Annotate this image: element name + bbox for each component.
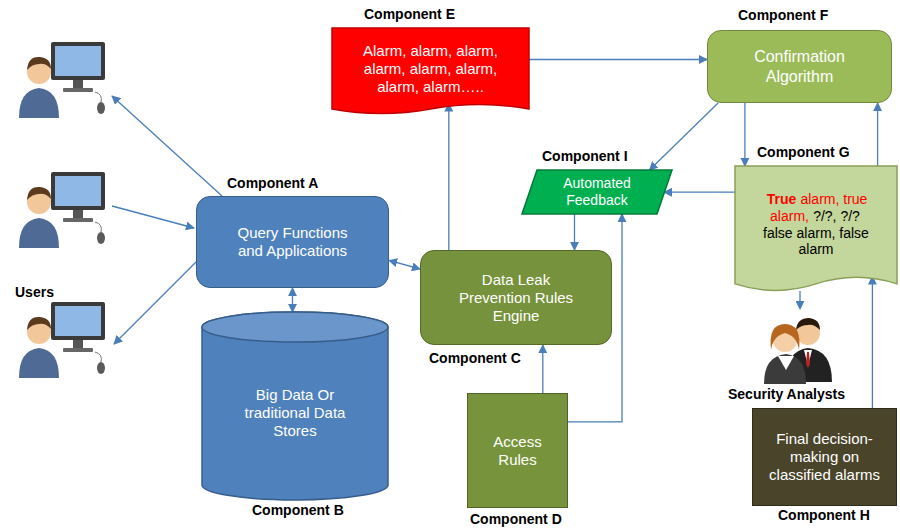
text-area: Big Data Or traditional Data Stores [202,312,388,500]
role-label: Security Analysts [728,386,845,402]
analysts-icon [764,318,832,384]
component-label: Component E [364,6,455,22]
component-label: Component F [738,7,828,23]
text-block: Automated Feedback [544,175,650,209]
text-area: Alarm, alarm, alarm, alarm, alarm, alarm… [332,28,529,118]
text-area: Access Rules [468,394,567,507]
component-label: Component G [757,144,850,160]
process-box: Query Functions and ApplicationsComponen… [196,196,389,288]
text-area: Truealarm, true alarm,?/?, ?/?false alar… [735,166,897,297]
feedback-parallelogram: Automated FeedbackComponent I [522,170,672,214]
component-label: Component I [542,148,628,164]
flow-arrow [877,103,878,166]
text-area: Automated Feedback [522,170,672,214]
box-text: Alarm, alarm, alarm, alarm, alarm, alarm… [342,42,519,96]
text-block: Final decision-making on classified alar… [761,430,888,484]
decision-box: Final decision-making on classified alar… [752,408,897,506]
text-block: Access Rules [476,433,559,469]
user-icon [19,42,105,378]
user-link [112,96,800,344]
component-label: Component A [227,175,318,191]
component-label: Component B [252,502,344,518]
box-text: True [767,191,797,207]
flow-arrow [650,103,719,170]
text-block: Data Leak Prevention Rules Engine [445,271,587,325]
text-block: Alarm, alarm, alarm, alarm, alarm, alarm… [342,42,519,96]
alarm-document: Alarm, alarm, alarm, alarm, alarm, alarm… [332,28,529,118]
text-block: Confirmation Algorithm [728,47,871,85]
process-box: Data Leak Prevention Rules EngineCompone… [420,250,612,345]
text-area: Data Leak Prevention Rules Engine [421,251,611,344]
flow-arrow [574,214,575,250]
text-block: Truealarm, true alarm,?/?, ?/?false alar… [743,191,889,258]
box-text: Final decision-making on classified alar… [761,430,888,484]
box-text: false alarm, false alarm [745,225,887,259]
component-label: Component D [470,511,562,527]
flow-arrow [664,192,735,193]
box-text: Query Functions and Applications [237,224,348,260]
box-text: ?/?, ?/? [813,208,860,224]
text-block: Big Data Or traditional Data Stores [232,386,358,440]
component-label: Component C [429,350,521,366]
group-label: Users [15,284,54,300]
flow-arrow [529,59,707,60]
flow-arrow [292,288,293,312]
classified-alarms-document: Truealarm, true alarm,?/?, ?/?false alar… [735,166,897,297]
box-text: Access Rules [476,433,559,469]
rules-box: Access RulesComponent D [467,393,568,508]
box-text: Big Data Or traditional Data Stores [232,386,358,440]
flow-arrow [542,345,543,393]
database-cylinder: Big Data Or traditional Data StoresCompo… [202,312,388,500]
flow-arrow [744,103,745,166]
box-text: Automated Feedback [544,175,650,209]
flow-arrow [448,104,449,251]
text-block: Query Functions and Applications [237,224,348,260]
process-box: Confirmation AlgorithmComponent F [707,30,892,103]
component-label: Component H [778,507,870,523]
flow-arrow [872,276,873,408]
flow-arrow [389,260,420,269]
box-text: Confirmation Algorithm [728,47,871,85]
text-area: Final decision-making on classified alar… [753,409,896,505]
text-area: Query Functions and Applications [197,197,388,287]
box-text: Data Leak Prevention Rules Engine [445,271,587,325]
text-area: Confirmation Algorithm [708,31,891,102]
